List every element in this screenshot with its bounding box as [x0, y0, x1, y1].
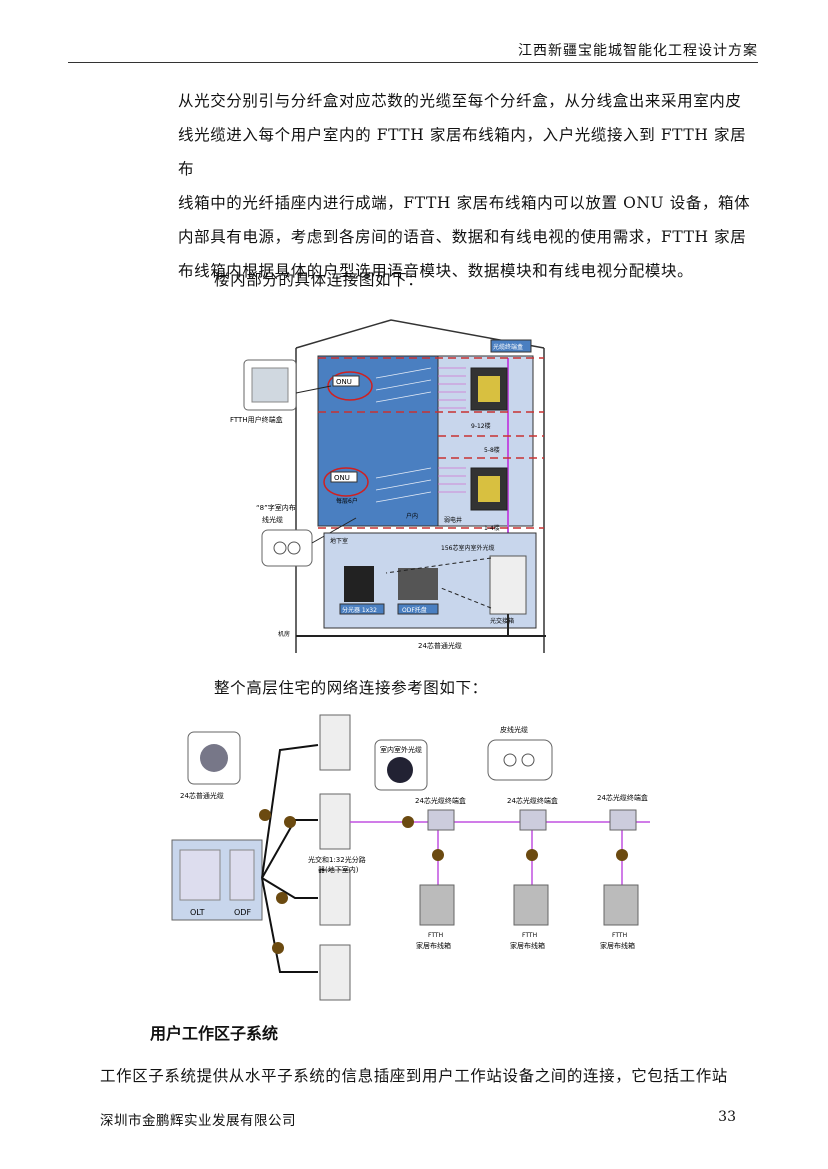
ftth-label-3: FTTH — [612, 932, 627, 939]
ftth-box-label-2: 家居布线箱 — [510, 941, 545, 950]
leather-cable-label: 皮线光缆 — [500, 725, 528, 734]
page-number: 33 — [718, 1109, 736, 1125]
onu-label-upper: ONU — [336, 378, 352, 386]
splitter-label-a: 光交和1:32光分路 — [308, 855, 366, 864]
cable-24-label: 24芯普通光缆 — [180, 791, 224, 800]
ftth-label-1: FTTH — [428, 932, 443, 939]
floor-label-9-12: 9-12楼 — [471, 422, 491, 430]
odf-label: ODF — [234, 908, 251, 917]
basement-label: 地下室 — [330, 537, 348, 545]
paragraph-line: 内部具有电源，考虑到各房间的语音、数据和有线电视的使用需求，FTTH 家居 — [178, 228, 747, 246]
floor-label-5-8: 5-8楼 — [484, 446, 500, 454]
terminal-box-label-3: 24芯光缆终端盒 — [597, 793, 648, 802]
paragraph-line: 从光交分别引与分纤盒对应芯数的光缆至每个分纤盒，从分线盒出来采用室内皮 — [178, 92, 742, 110]
cable-8-label: “8”字室内布 — [256, 503, 296, 512]
building-connection-diagram: ONU ONU 每层6户 户内 光缆终端盒 9-12楼 5-8楼 1-4楼 弱电… — [230, 319, 546, 653]
household-label: 户内 — [406, 512, 418, 520]
weak-well-label: 弱电井 — [444, 516, 462, 524]
ftth-label-2: FTTH — [522, 932, 537, 939]
paragraph-line: 线光缆进入每个用户室内的 FTTH 家居布线箱内，入户光缆接入到 FTTH 家居… — [178, 126, 747, 178]
olt-label: OLT — [190, 908, 205, 917]
network-connection-diagram: 24芯普通光缆 OLT ODF 光交和1:32光分路 器(地下室内) 室内室外光… — [171, 714, 650, 1001]
ftth-box-label-3: 家居布线箱 — [600, 941, 635, 950]
section-title: 用户工作区子系统 — [150, 1024, 279, 1043]
ftth-box-label: FTTH用户终端盒 — [230, 415, 283, 424]
figure1-caption: 楼内部分的具体连接图如下： — [214, 271, 424, 289]
ftth-box-label-1: 家居布线箱 — [416, 941, 451, 950]
indoor-outdoor-label: 室内室外光缆 — [380, 745, 422, 754]
terminal-box-label-2: 24芯光缆终端盒 — [507, 796, 558, 805]
cable-156-label: 156芯室内室外光缆 — [441, 544, 494, 552]
footer-company: 深圳市金鹏辉实业发展有限公司 — [100, 1113, 296, 1129]
terminal-box-label-1: 24芯光缆终端盒 — [415, 796, 466, 805]
households-label: 每层6户 — [336, 497, 358, 505]
odf-label: ODF托盘 — [402, 606, 427, 614]
splitter-label-b: 器(地下室内) — [318, 865, 359, 874]
paragraph-line: 线箱中的光纤插座内进行成端，FTTH 家居布线箱内可以放置 ONU 设备，箱体 — [178, 194, 751, 212]
floor-label-1-4: 1-4楼 — [484, 524, 500, 532]
body-paragraph: 从光交分别引与分纤盒对应芯数的光缆至每个分纤盒，从分线盒出来采用室内皮 线光缆进… — [178, 84, 760, 288]
page-header: 江西新疆宝能城智能化工程设计方案 — [518, 43, 758, 59]
cabinet-label: 光交接箱 — [490, 617, 514, 625]
machine-room-label: 机房 — [278, 630, 290, 638]
splitter-label: 分光器 1x32 — [342, 606, 377, 614]
figure2-caption: 整个高层住宅的网络连接参考图如下： — [214, 679, 488, 697]
header-rule — [68, 62, 758, 63]
cable-24-label: 24芯普通光缆 — [418, 641, 462, 650]
paragraph-line: 布线箱内根据具体的户型选用语音模块、数据模块和有线电视分配模块。 — [178, 262, 694, 280]
onu-label-lower: ONU — [334, 474, 350, 482]
cable-8-label-b: 线光缆 — [262, 515, 283, 524]
terminal-box-label: 光缆终端盒 — [493, 343, 523, 351]
body-last-line: 工作区子系统提供从水平子系统的信息插座到用户工作站设备之间的连接，它包括工作站 — [100, 1067, 728, 1085]
